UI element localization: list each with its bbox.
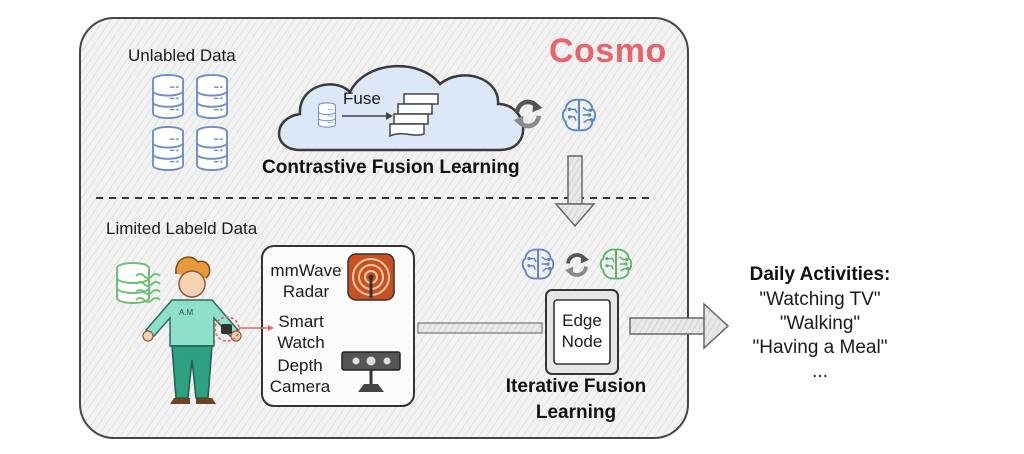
sensor-label-watch: Smart Watch	[277, 312, 325, 352]
activity-item: "Walking"	[779, 313, 861, 334]
sensor-connector	[417, 322, 543, 334]
daily-activities-title: Daily Activities:	[749, 264, 891, 285]
activity-item: "Watching TV"	[759, 289, 881, 310]
output-arrow	[629, 302, 730, 350]
contrastive-fusion-label: Contrastive Fusion Learning	[262, 157, 520, 178]
daily-activities-panel: Daily Activities: "Watching TV" "Walking…	[720, 262, 920, 384]
cloud-database-icon	[318, 102, 336, 128]
shirt-text: A.M	[179, 308, 194, 317]
unlabeled-data-label: Unlabled Data	[128, 46, 236, 65]
fuse-label: Fuse	[343, 89, 381, 108]
sensor-label-radar: mmWave Radar	[270, 261, 342, 301]
radar-icon	[347, 253, 395, 301]
depth-camera-icon	[341, 351, 401, 392]
sensor-label-camera: Depth Camera	[269, 356, 331, 396]
limited-labeled-data-label: Limited Labeld Data	[106, 219, 258, 238]
watch-icon	[214, 316, 274, 342]
activity-item: ...	[812, 361, 828, 382]
labeled-database-icon	[116, 262, 161, 304]
iterative-fusion-label: Iterative Fusion Learning	[505, 376, 647, 423]
activity-item: "Having a Meal"	[752, 337, 888, 358]
brand-title: Cosmo	[549, 32, 667, 70]
down-arrow	[554, 155, 596, 228]
stacked-layers-icon	[389, 93, 439, 138]
edge-node-label: Edge Node	[561, 311, 603, 351]
